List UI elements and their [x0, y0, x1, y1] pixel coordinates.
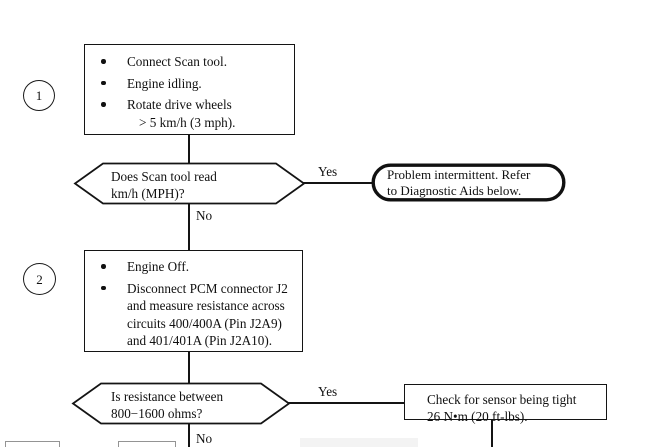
terminator-line1: Problem intermittent. Refer [387, 167, 531, 182]
decision-hexagon-2-shape [71, 382, 291, 425]
result-box-sensor-tight: Check for sensor being tight 26 N•m (20 … [404, 384, 607, 424]
terminator-text: Problem intermittent. Refer to Diagnosti… [387, 167, 530, 199]
list-item-line1: Engine Off. [127, 259, 190, 274]
bullet-icon [101, 264, 106, 269]
connector-decision1-yes [303, 182, 373, 184]
partial-shaded-bottom [300, 438, 418, 447]
branch-label-yes-2: Yes [318, 384, 338, 399]
partial-box-bottom-middle [118, 441, 176, 447]
decision-1-text: Does Scan tool read km/h (MPH)? [111, 168, 217, 202]
list-item: Engine Off. [85, 258, 302, 276]
terminator-line2: to Diagnostic Aids below. [387, 183, 522, 198]
branch-label-no-2: No [196, 431, 213, 446]
branch-label-yes-1: Yes [318, 164, 338, 179]
bullet-icon [101, 80, 106, 85]
result-box-text: Check for sensor being tight 26 N•m (20 … [405, 385, 606, 425]
bullet-icon [101, 59, 106, 64]
list-item-line1: Connect Scan tool. [127, 54, 227, 69]
connector-decision2-no [188, 424, 190, 447]
decision-2-line2: 800−1600 ohms? [111, 406, 203, 421]
branch-label-no-1: No [196, 208, 213, 223]
step-2-bullet-list: Engine Off. Disconnect PCM connector J2 … [85, 251, 302, 350]
list-item-line2: J2 and measure resistance across circuit… [127, 280, 288, 349]
bullet-icon [101, 102, 106, 107]
step-number-2: 2 [23, 263, 56, 295]
step-number-1-label: 1 [35, 88, 43, 103]
bullet-icon [101, 285, 106, 290]
decision-2-line1: Is resistance between [111, 389, 224, 404]
terminator-oval: Problem intermittent. Refer to Diagnosti… [371, 163, 566, 202]
list-item: Rotate drive wheels > 5 km/h (3 mph). [85, 96, 294, 131]
result-box-line2: 26 N•m (20 ft-lbs). [427, 409, 528, 424]
process-box-step-1: Connect Scan tool. Engine idling. Rotate… [84, 44, 295, 135]
list-item: Engine idling. [85, 75, 294, 93]
decision-hexagon-1-shape [73, 162, 306, 205]
list-item: Connect Scan tool. [85, 53, 294, 71]
list-item-line1: Engine idling. [127, 75, 202, 91]
result-box-line1: Check for sensor being tight [427, 392, 577, 407]
terminator-oval-shape [371, 163, 566, 202]
step-number-1: 1 [23, 80, 55, 111]
decision-1-line2: km/h (MPH)? [111, 186, 185, 201]
decision-hexagon-1: Does Scan tool read km/h (MPH)? [73, 162, 306, 205]
list-item-line1: Rotate drive wheels [127, 97, 232, 112]
list-item-line2: > 5 km/h (3 mph). [139, 114, 236, 130]
partial-box-bottom-left [5, 441, 60, 447]
connector-decision1-no [188, 204, 190, 251]
connector-box1-to-decision1 [188, 135, 190, 164]
list-item-line1: Disconnect PCM connector [127, 280, 273, 296]
decision-hexagon-2: Is resistance between 800−1600 ohms? [71, 382, 291, 425]
connector-box2-to-decision2 [188, 352, 190, 384]
list-item: Disconnect PCM connector J2 and measure … [85, 280, 302, 350]
decision-1-line1: Does Scan tool read [111, 169, 217, 184]
decision-2-text: Is resistance between 800−1600 ohms? [111, 388, 223, 422]
step-1-bullet-list: Connect Scan tool. Engine idling. Rotate… [85, 45, 294, 131]
process-box-step-2: Engine Off. Disconnect PCM connector J2 … [84, 250, 303, 352]
step-number-2-label: 2 [36, 271, 43, 287]
connector-decision2-yes [288, 402, 405, 404]
connector-result-box-down [491, 420, 493, 447]
